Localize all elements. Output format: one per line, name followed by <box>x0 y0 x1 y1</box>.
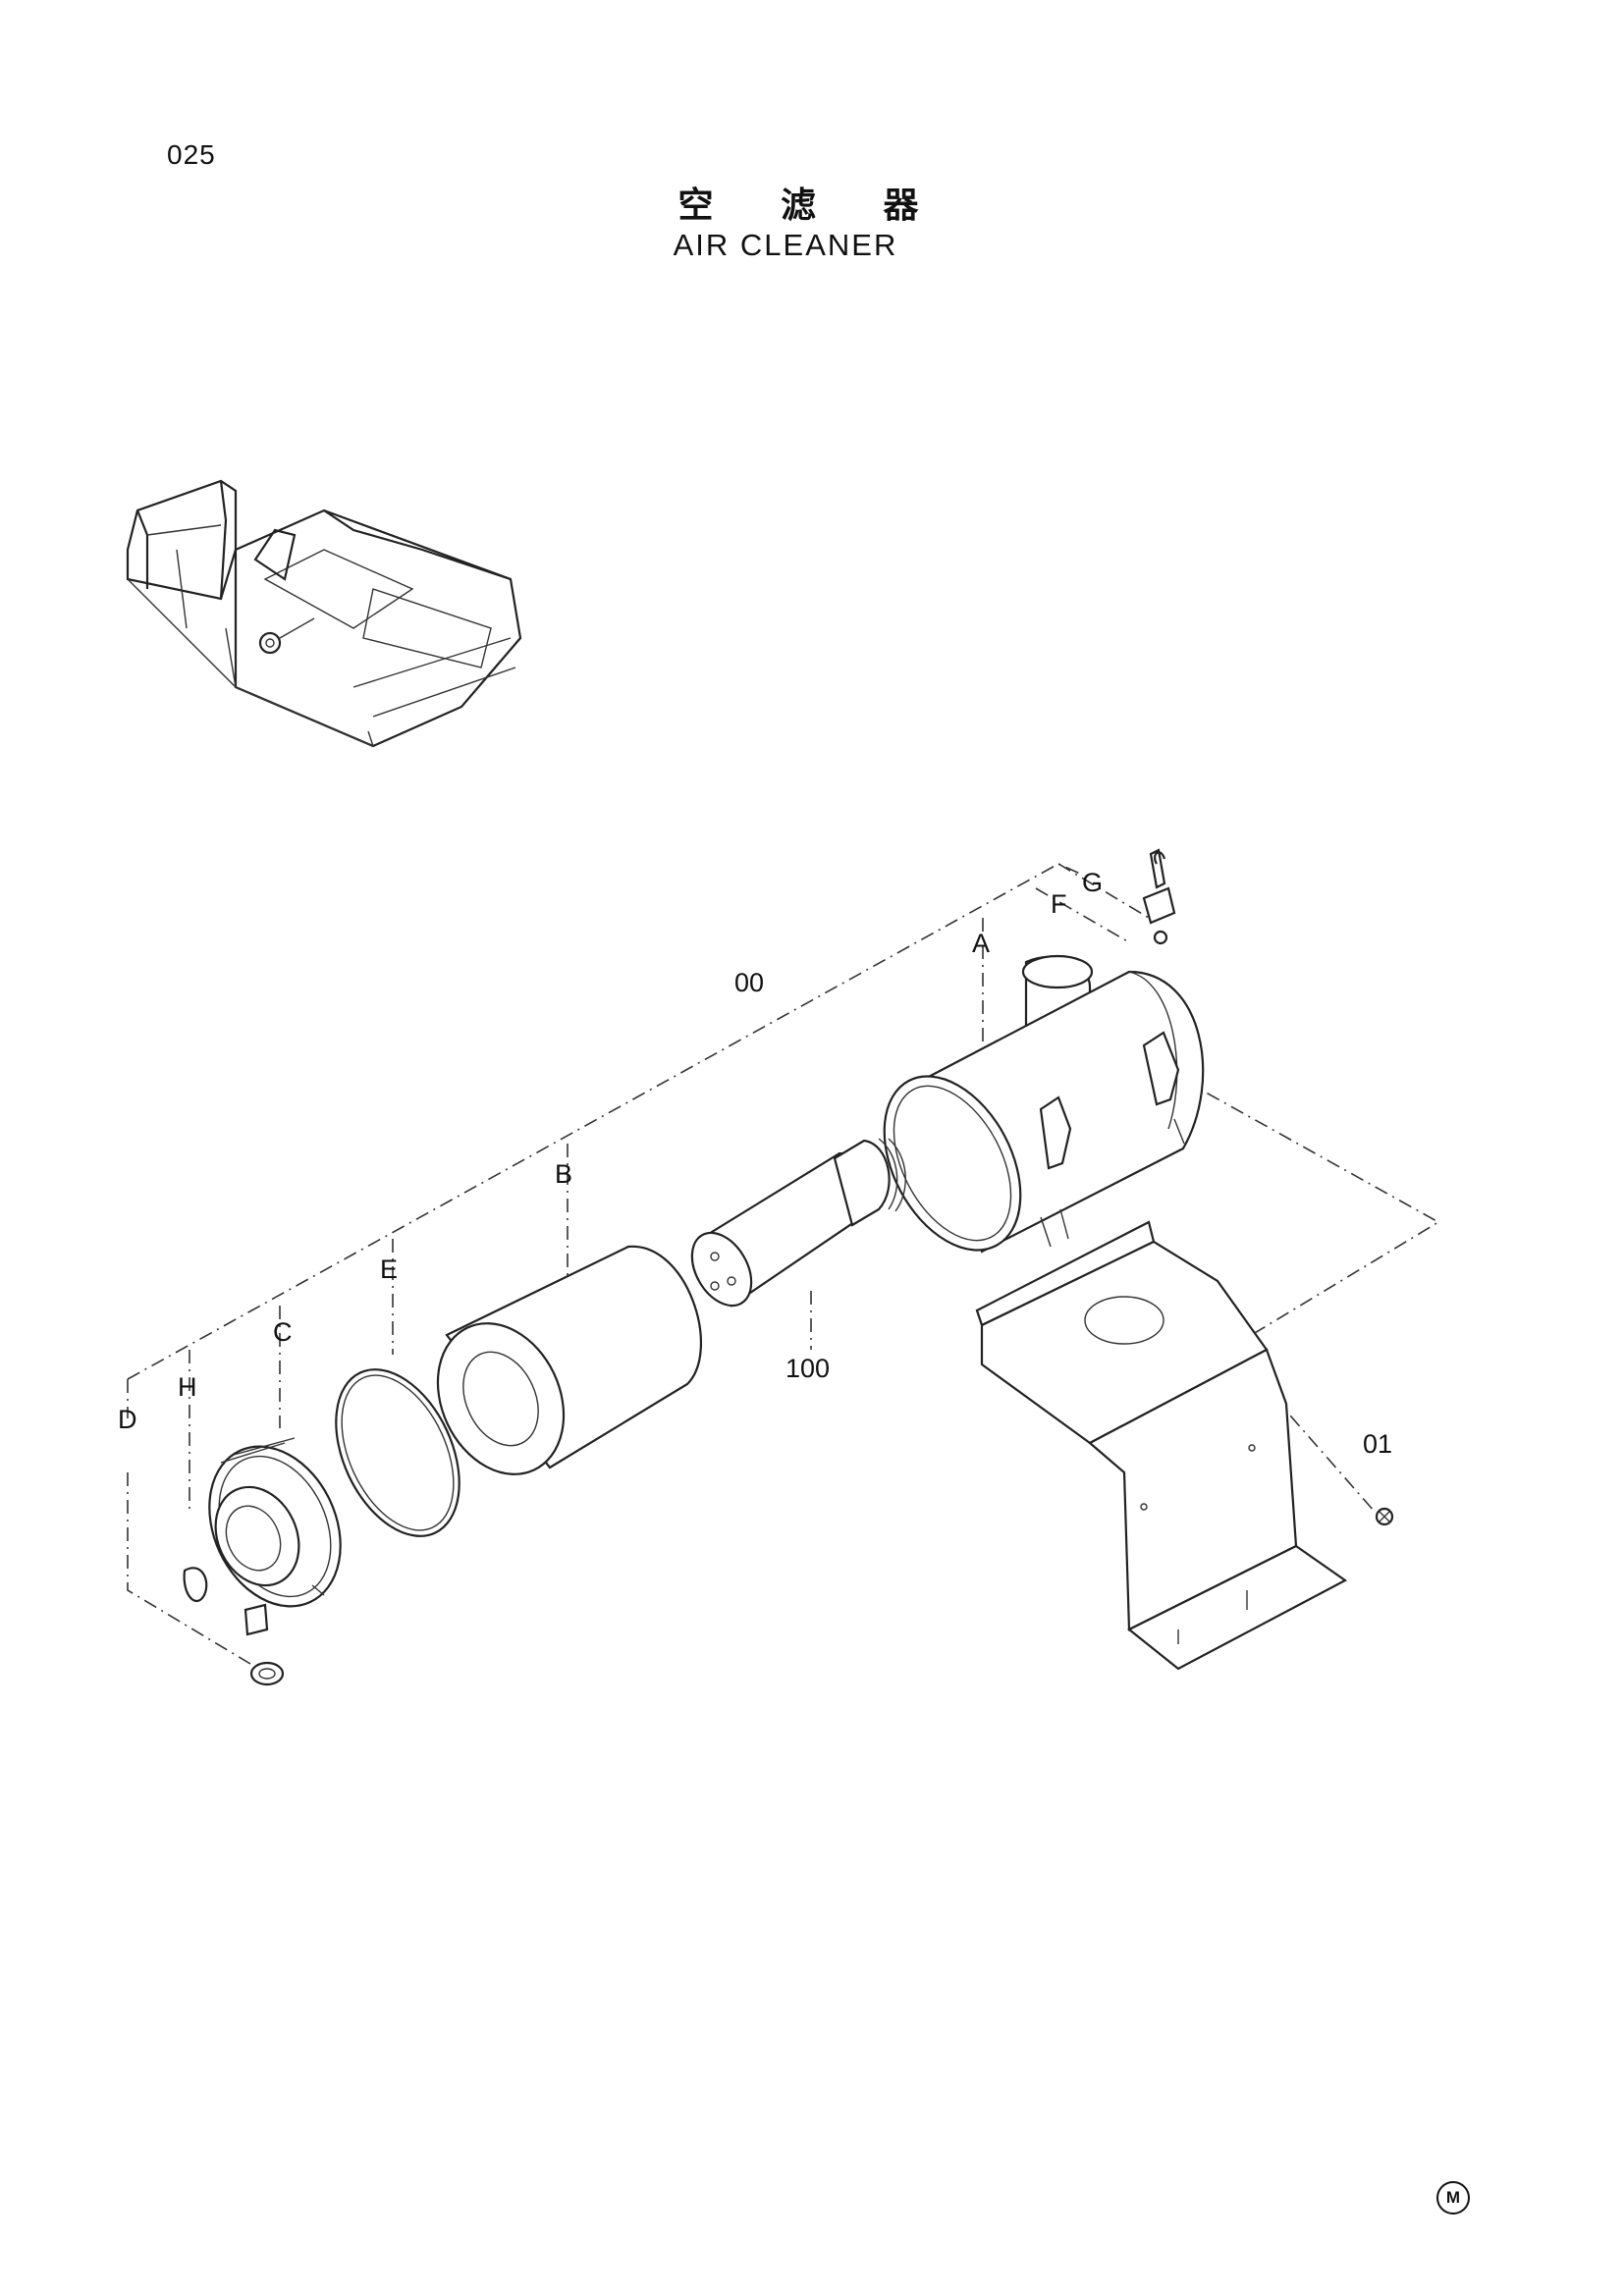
manufacturer-mark: M <box>1436 2181 1470 2215</box>
callout-a: A <box>972 929 990 958</box>
page-title: AIR CLEANER <box>673 228 898 262</box>
evacuator-valve <box>183 1567 208 1603</box>
callout-b: B <box>555 1159 572 1189</box>
callout-01: 01 <box>1363 1429 1392 1459</box>
page-title-chinese: 空 滤 器 <box>677 186 947 226</box>
dust-indicator <box>1142 848 1176 945</box>
safety-element <box>690 1138 906 1308</box>
callout-e: E <box>380 1255 398 1284</box>
filter-element <box>436 1245 702 1475</box>
excavator-location-thumbnail <box>126 479 522 748</box>
gasket-ring <box>335 1368 460 1537</box>
air-cleaner-body <box>883 954 1205 1254</box>
callout-h: H <box>178 1372 197 1402</box>
clamp-ring <box>249 1661 285 1686</box>
bolt <box>1375 1507 1394 1526</box>
mounting-bracket <box>975 1220 1348 1671</box>
callout-100: 100 <box>785 1354 830 1383</box>
callout-f: F <box>1051 889 1067 919</box>
callout-00: 00 <box>734 968 764 997</box>
page-number: 025 <box>167 139 216 170</box>
callout-c: C <box>273 1317 293 1347</box>
end-cover <box>208 1437 342 1636</box>
callout-g: G <box>1082 868 1103 897</box>
leader-lines <box>127 863 1440 1665</box>
callout-d: D <box>118 1405 137 1434</box>
